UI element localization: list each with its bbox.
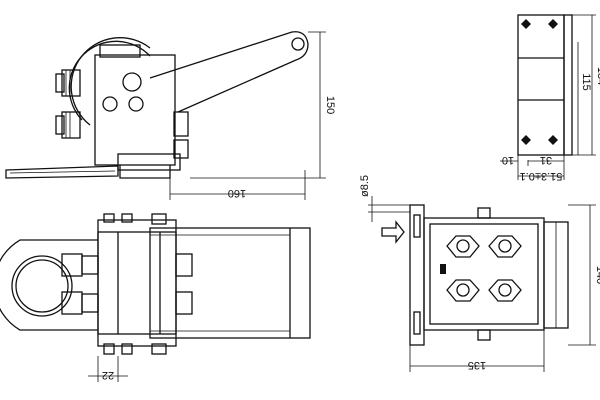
side-view: 150 160 [5, 31, 336, 200]
end-height-outer-dim: 134 [595, 67, 600, 85]
bore-dim: ø8.5 [359, 175, 371, 197]
end-view: 134 115 10 31 51.3±0.1 [500, 14, 600, 182]
end-offset-a-dim: 31 [540, 154, 552, 166]
front-height-dim: 140 [594, 266, 600, 284]
plan-view: 22 [0, 213, 311, 382]
end-offset-b-dim: 10 [502, 154, 514, 166]
end-width-dim: 51.3±0.1 [520, 170, 563, 182]
side-length-dim: 160 [228, 187, 246, 199]
front-view: ø8.5 140 135 [359, 175, 600, 372]
front-width-dim: 135 [468, 359, 486, 371]
end-height-inner-dim: 115 [580, 73, 592, 91]
side-height-dim: 150 [324, 96, 336, 114]
plan-offset-dim: 22 [102, 369, 114, 381]
